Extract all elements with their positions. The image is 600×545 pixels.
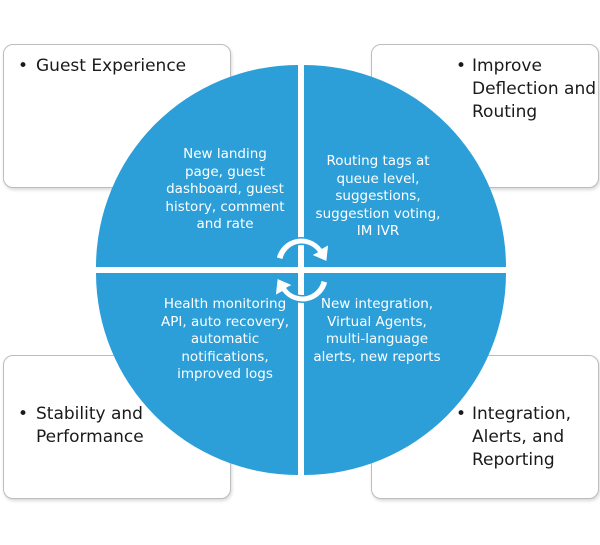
bullet: • — [18, 404, 29, 424]
quadrant-top-left — [96, 65, 298, 267]
bullet: • — [456, 56, 467, 76]
stability-performance-details: Health monitoring API, auto recovery, au… — [161, 296, 289, 382]
circular-arrows-icon — [274, 237, 330, 303]
quadrant-top-right — [304, 65, 506, 267]
bullet: • — [18, 56, 29, 76]
quadrant-bottom-left — [96, 273, 298, 475]
guest-experience-label: Guest Experience — [36, 56, 187, 76]
deflection-routing-label: Improve Deflection and Routing — [472, 56, 597, 122]
stability-performance-label: Stability and Performance — [36, 404, 144, 447]
quadrant-bottom-right — [304, 273, 506, 475]
deflection-routing-details: Routing tags at queue level, suggestions… — [315, 153, 441, 239]
integration-alerts-label: Integration, Alerts, and Reporting — [472, 404, 572, 470]
deflection-routing-box: • Improve Deflection and Routing — [371, 44, 599, 188]
bullet: • — [456, 404, 467, 424]
integration-alerts-details: New integration, Virtual Agents, multi-l… — [313, 296, 441, 365]
guest-experience-details: New landing page, guest dashboard, guest… — [165, 146, 285, 232]
